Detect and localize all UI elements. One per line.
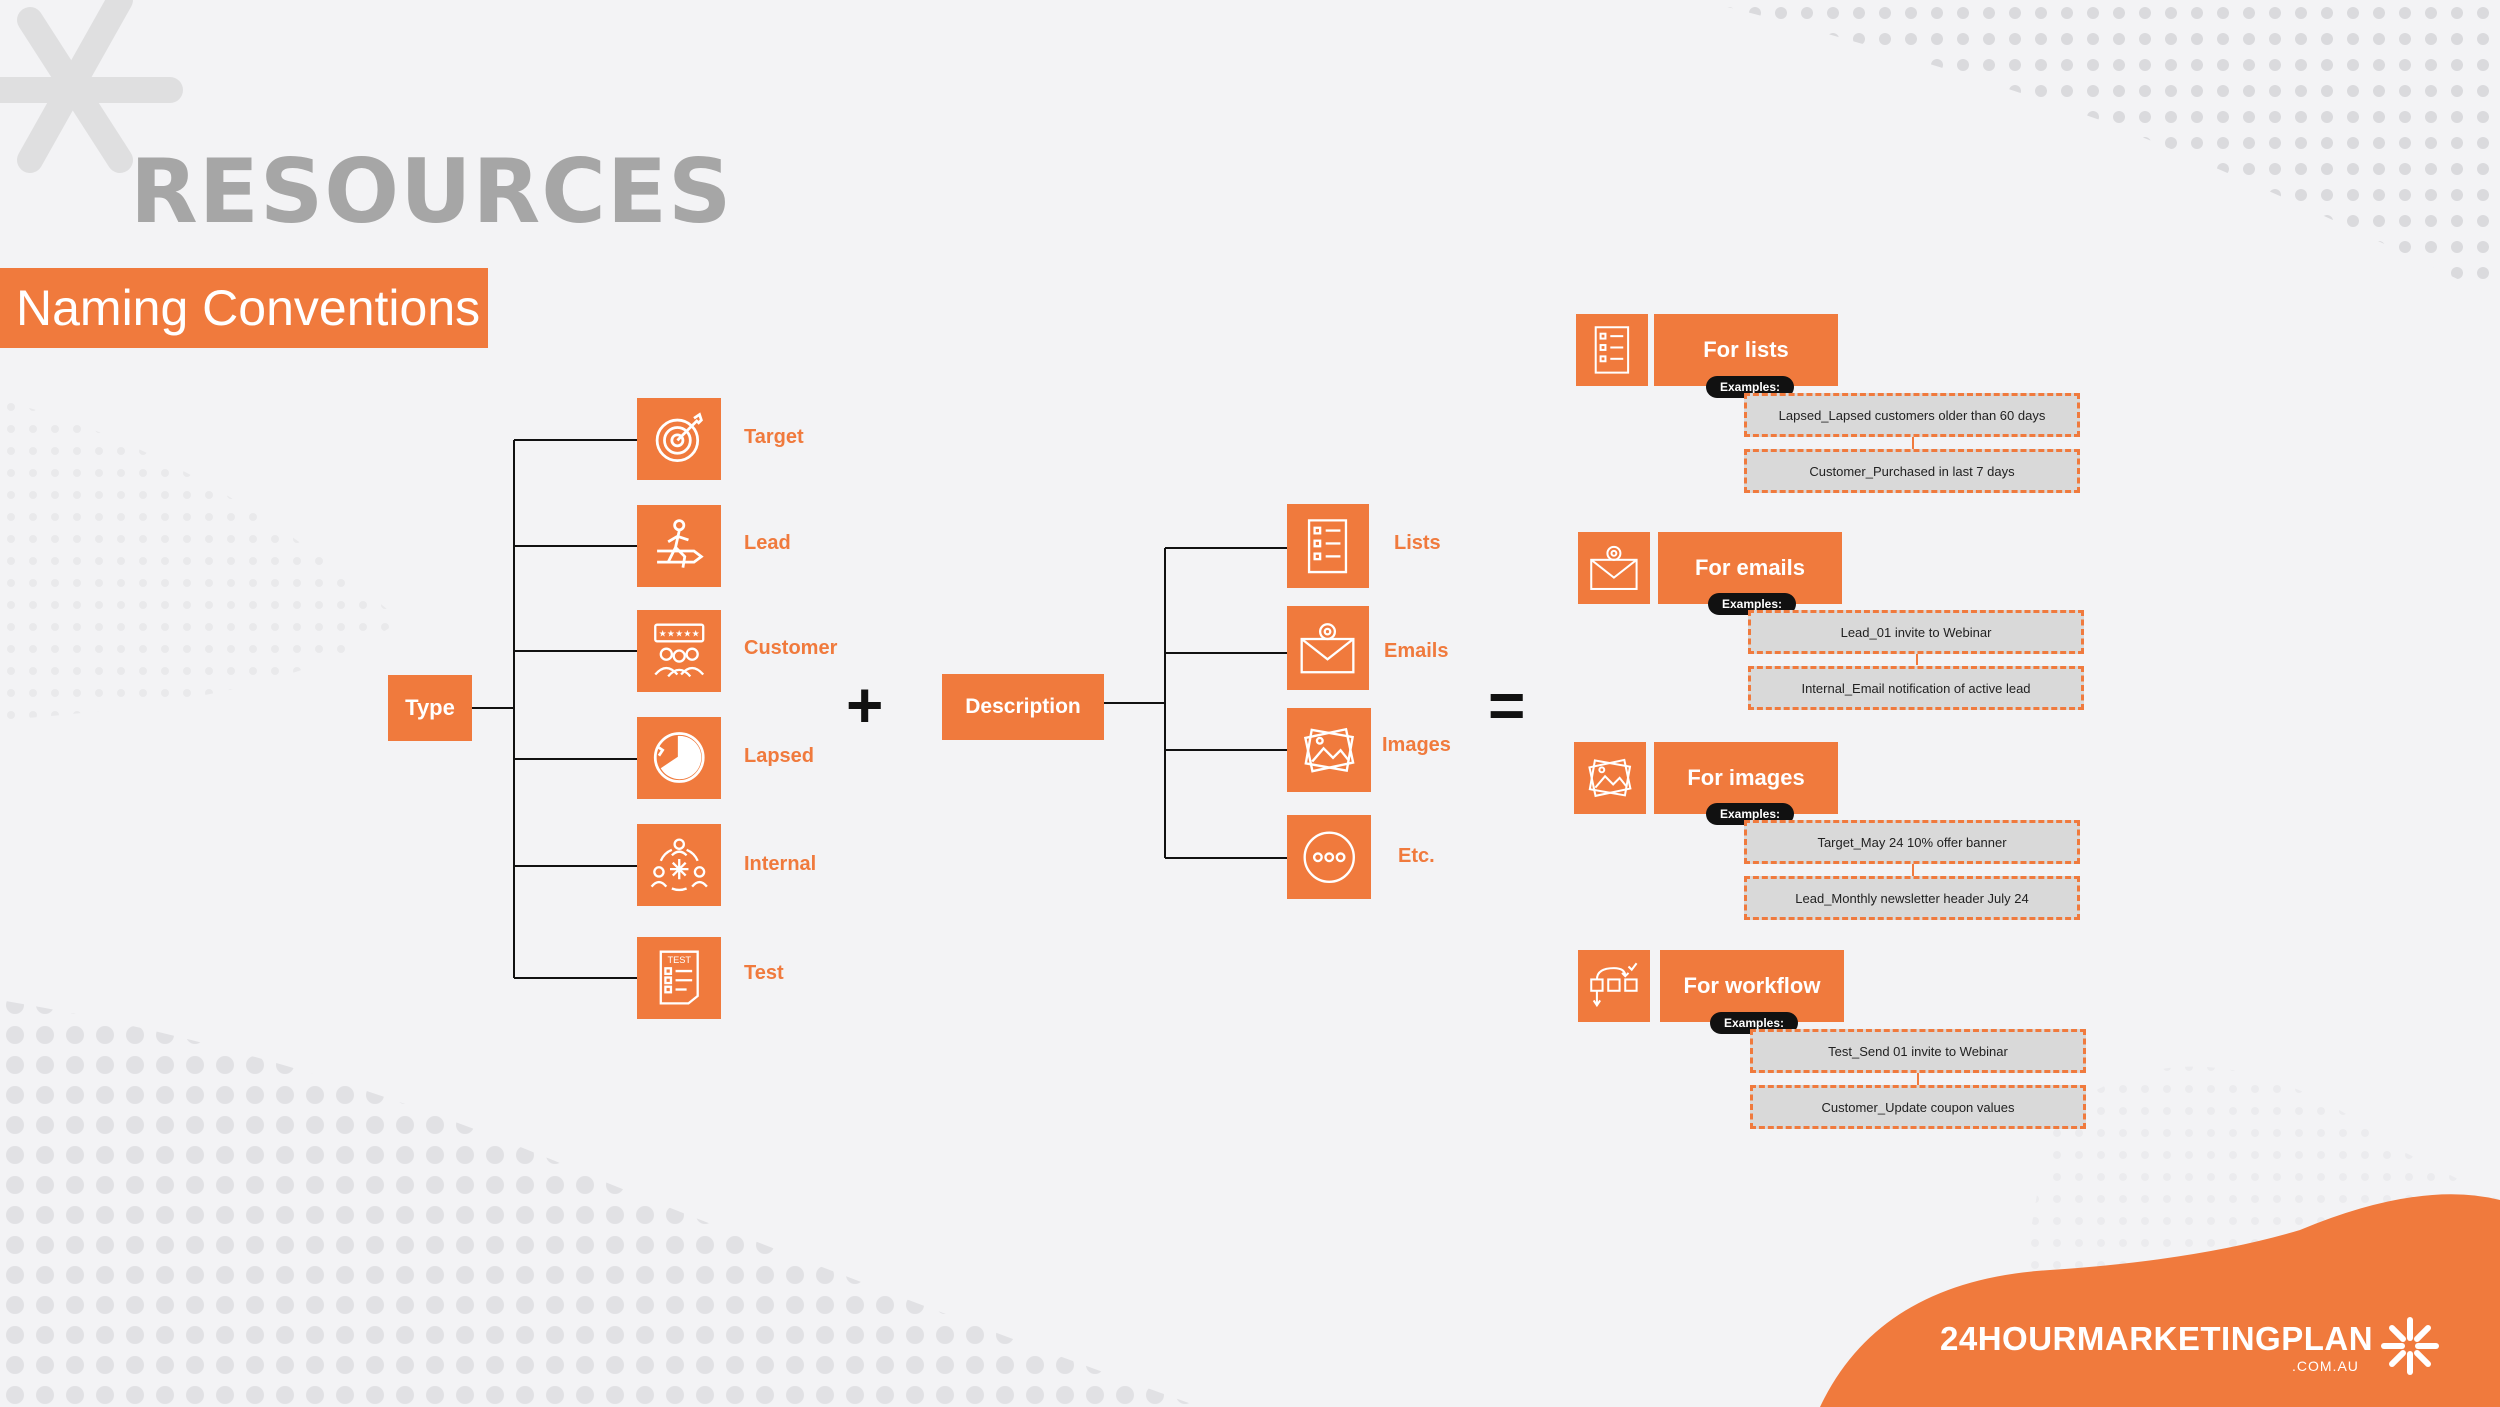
svg-text:TEST: TEST (667, 955, 691, 965)
type-label-test: Test (744, 962, 784, 984)
type-label-lapsed: Lapsed (744, 745, 815, 767)
customers-rating-icon: ★★★★★ (637, 610, 721, 692)
example-box: Lapsed_Lapsed customers older than 60 da… (1744, 393, 2080, 437)
result-title-emails: For emails (1658, 532, 1842, 604)
runner-icon (637, 505, 721, 587)
email-icon (1287, 606, 1369, 690)
type-box: Type (388, 675, 472, 741)
workflow-icon (1578, 950, 1650, 1022)
example-box: Internal_Email notification of active le… (1748, 666, 2084, 710)
section-subtitle: Naming Conventions (0, 268, 488, 348)
email-icon (1578, 532, 1650, 604)
list-icon (1576, 314, 1648, 386)
examples-badge: Examples: (1706, 803, 1795, 825)
type-label-internal: Internal (744, 853, 817, 875)
equals-operator: = (1488, 669, 1526, 741)
lapsed-clock-icon (637, 717, 721, 799)
examples-badge: Examples: (1710, 1012, 1799, 1034)
desc-label-etc: Etc. (1398, 845, 1435, 867)
more-icon (1287, 815, 1371, 899)
brand-logo-sub: .COM.AU (2292, 1358, 2359, 1374)
example-box: Lead_01 invite to Webinar (1748, 610, 2084, 654)
type-label-target: Target (744, 426, 804, 448)
example-box: Customer_Update coupon values (1750, 1085, 2086, 1129)
examples-badge: Examples: (1708, 593, 1797, 615)
test-checklist-icon: TEST (637, 937, 721, 1019)
target-icon (637, 398, 721, 480)
examples-badge: Examples: (1706, 376, 1795, 398)
result-title-lists: For lists (1654, 314, 1838, 386)
result-title-images: For images (1654, 742, 1838, 814)
example-box: Customer_Purchased in last 7 days (1744, 449, 2080, 493)
page-title: RESOURCES (130, 140, 733, 243)
plus-operator: + (846, 669, 884, 741)
desc-label-emails: Emails (1384, 640, 1449, 662)
example-box: Lead_Monthly newsletter header July 24 (1744, 876, 2080, 920)
brand-logo-text: 24HOURMARKETINGPLAN (1940, 1320, 2374, 1357)
type-label-customer: Customer (744, 637, 838, 659)
list-icon (1287, 504, 1369, 588)
description-box: Description (942, 674, 1104, 740)
type-label-lead: Lead (744, 532, 791, 554)
svg-text:★★★★★: ★★★★★ (658, 629, 699, 639)
desc-label-images: Images (1382, 734, 1451, 756)
brand-star-icon (2380, 1316, 2440, 1376)
team-icon (637, 824, 721, 906)
desc-label-lists: Lists (1394, 532, 1441, 554)
example-box: Test_Send 01 invite to Webinar (1750, 1029, 2086, 1073)
example-box: Target_May 24 10% offer banner (1744, 820, 2080, 864)
result-title-workflow: For workflow (1660, 950, 1844, 1022)
images-icon (1574, 742, 1646, 814)
images-icon (1287, 708, 1371, 792)
